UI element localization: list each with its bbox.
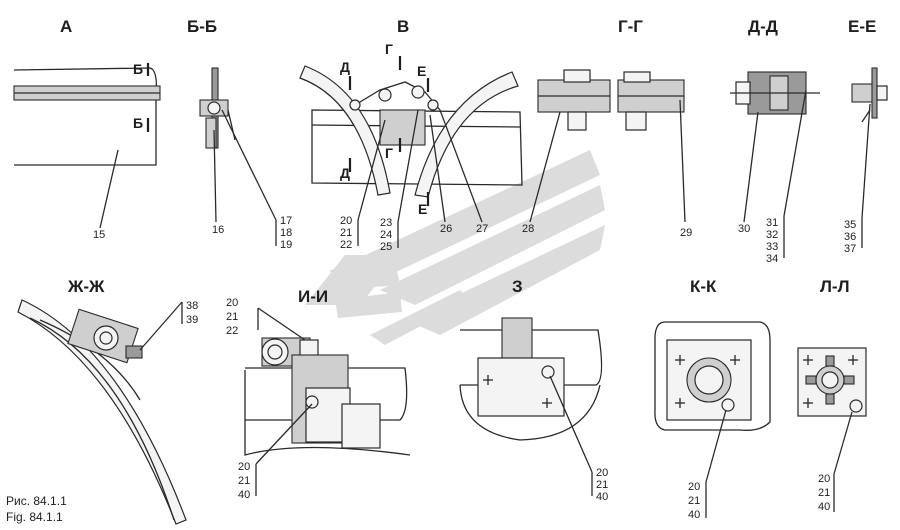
- section-mark-b-bottom: Б: [133, 115, 143, 131]
- view-label-ee: Е-Е: [848, 17, 876, 36]
- callout-20-ii-bottom: 20: [238, 461, 250, 473]
- callout-27: 27: [476, 223, 488, 235]
- view-kk: К-К 20 21 40: [654, 277, 771, 521]
- callout-21-ii-bottom: 21: [238, 475, 250, 487]
- view-label-zhzh: Ж-Ж: [67, 277, 105, 296]
- view-ii: И-И 20 21 22 20 21 40: [226, 287, 411, 501]
- caption-en: Fig. 84.1.1: [6, 510, 63, 524]
- callout-16: 16: [212, 224, 224, 236]
- view-ll: Л-Л 20 21 40: [797, 277, 867, 513]
- view-dd: Д-Д 30 31 32 33 34: [730, 17, 820, 265]
- callout-37: 37: [844, 243, 856, 255]
- callout-24: 24: [380, 229, 392, 241]
- view-zhzh: Ж-Ж 38 39: [17, 277, 198, 525]
- callout-21-ll: 21: [818, 487, 830, 499]
- section-mark-g-top: Г: [385, 41, 393, 57]
- callout-36: 36: [844, 231, 856, 243]
- callout-20-kk: 20: [688, 481, 700, 493]
- view-label-a: А: [60, 17, 72, 36]
- callout-25: 25: [380, 241, 392, 253]
- section-mark-e-top: Е: [417, 63, 426, 79]
- view-label-v: В: [397, 17, 409, 36]
- callout-17: 17: [280, 215, 292, 227]
- view-label-bb: Б-Б: [187, 17, 217, 36]
- view-label-dd: Д-Д: [748, 17, 778, 36]
- view-label-z: З: [512, 277, 523, 296]
- callout-40-ii: 40: [238, 489, 250, 501]
- section-mark-d-top: Д: [340, 59, 350, 75]
- callout-29: 29: [680, 227, 692, 239]
- view-bb: Б-Б 16 17 18 19: [187, 17, 292, 251]
- callout-20-ii-top: 20: [226, 297, 238, 309]
- callout-40-z: 40: [596, 491, 608, 503]
- callout-20-z: 20: [596, 467, 608, 479]
- callout-30: 30: [738, 223, 750, 235]
- section-mark-b-top: Б: [133, 61, 143, 77]
- callout-31: 31: [766, 217, 778, 229]
- callout-35: 35: [844, 219, 856, 231]
- callout-21-v: 21: [340, 227, 352, 239]
- callout-21-ii-top: 21: [226, 311, 238, 323]
- view-a: А Б Б 15: [13, 17, 161, 241]
- view-gg: Г-Г 28 29: [522, 17, 692, 239]
- callout-15: 15: [93, 229, 105, 241]
- callout-22-ii-top: 22: [226, 325, 238, 337]
- callout-19: 19: [280, 239, 292, 251]
- callout-23: 23: [380, 217, 392, 229]
- section-mark-d-bottom: Д: [340, 165, 350, 181]
- callout-20-ll: 20: [818, 473, 830, 485]
- view-label-ii: И-И: [298, 287, 328, 306]
- callout-20-v: 20: [340, 215, 352, 227]
- callout-28: 28: [522, 223, 534, 235]
- callout-22-v: 22: [340, 239, 352, 251]
- callout-38: 38: [186, 300, 198, 312]
- callout-21-kk: 21: [688, 495, 700, 507]
- callout-26: 26: [440, 223, 452, 235]
- figure-caption: Рис. 84.1.1 Fig. 84.1.1: [6, 494, 67, 524]
- view-v: В Д Д Г Г Е Е 20 21 22 23 24 25 2: [299, 17, 523, 253]
- callout-40-ll: 40: [818, 501, 830, 513]
- section-mark-e-bottom: Е: [418, 201, 427, 217]
- callout-21-z: 21: [596, 479, 608, 491]
- view-label-kk: К-К: [690, 277, 717, 296]
- view-label-ll: Л-Л: [820, 277, 850, 296]
- callout-34: 34: [766, 253, 778, 265]
- view-label-gg: Г-Г: [618, 17, 643, 36]
- callout-33: 33: [766, 241, 778, 253]
- section-mark-g-bottom: Г: [385, 145, 393, 161]
- callout-18: 18: [280, 227, 292, 239]
- view-ee: Е-Е 35 36 37: [844, 17, 888, 255]
- callout-40-kk: 40: [688, 509, 700, 521]
- callout-39: 39: [186, 314, 198, 326]
- watermark-logo: [305, 150, 605, 345]
- callout-32: 32: [766, 229, 778, 241]
- caption-ru: Рис. 84.1.1: [6, 494, 67, 508]
- view-z: З 20 21 40: [459, 277, 608, 503]
